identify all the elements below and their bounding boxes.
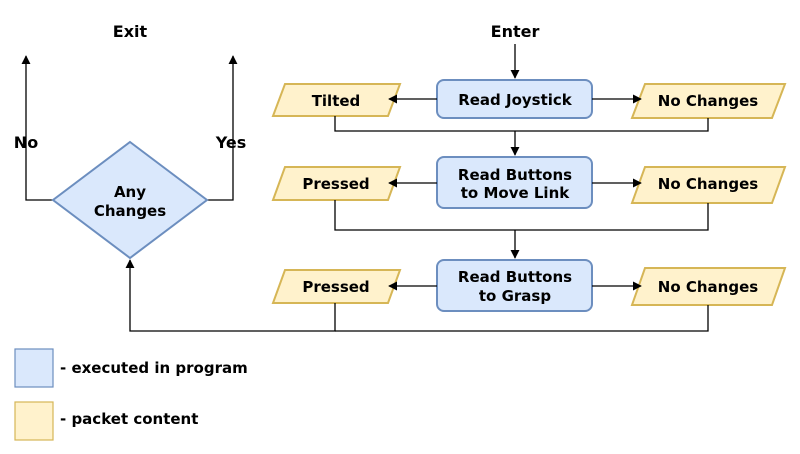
row1-merge-line [334,116,709,132]
packet-tilted-label: Tilted [312,92,361,110]
packet-pressed-1 [271,166,402,201]
process-move-link-line-2: to Move Link [461,184,570,202]
decision-line-1: Any [114,183,146,201]
packet-no-changes-1 [630,83,787,119]
process-grasp-line-1: Read Buttons [458,268,572,286]
process-grasp-line-2: to Grasp [479,287,551,305]
return-to-decision-arrow [125,259,336,332]
legend-packet-swatch [14,401,54,441]
process-move-link-line-1: Read Buttons [458,166,572,184]
legend-process-label: - executed in program [60,359,248,377]
packet-pressed-1-label: Pressed [302,175,369,193]
row2-merge-line [334,200,709,231]
process-read-joystick-label: Read Joystick [458,91,573,109]
no-label: No [14,133,38,152]
legend-packet-label: - packet content [60,410,198,428]
exit-label: Exit [113,22,148,41]
yes-arrow [207,55,238,201]
packet-pressed-2-label: Pressed [302,278,369,296]
packet-no-changes-3 [630,267,787,306]
packet-no-changes-2-label: No Changes [658,175,758,193]
packet-no-changes-2 [630,166,787,204]
no-arrow [21,55,53,201]
packet-no-changes-3-label: No Changes [658,278,758,296]
legend-process-swatch [14,348,54,388]
packet-tilted [271,83,402,117]
yes-label: Yes [215,133,247,152]
row3-merge-line [335,305,709,332]
packet-no-changes-1-label: No Changes [658,92,758,110]
packet-pressed-2 [271,269,402,304]
decision-line-2: Changes [94,202,166,220]
enter-label: Enter [491,22,540,41]
any-changes-decision [51,140,209,260]
